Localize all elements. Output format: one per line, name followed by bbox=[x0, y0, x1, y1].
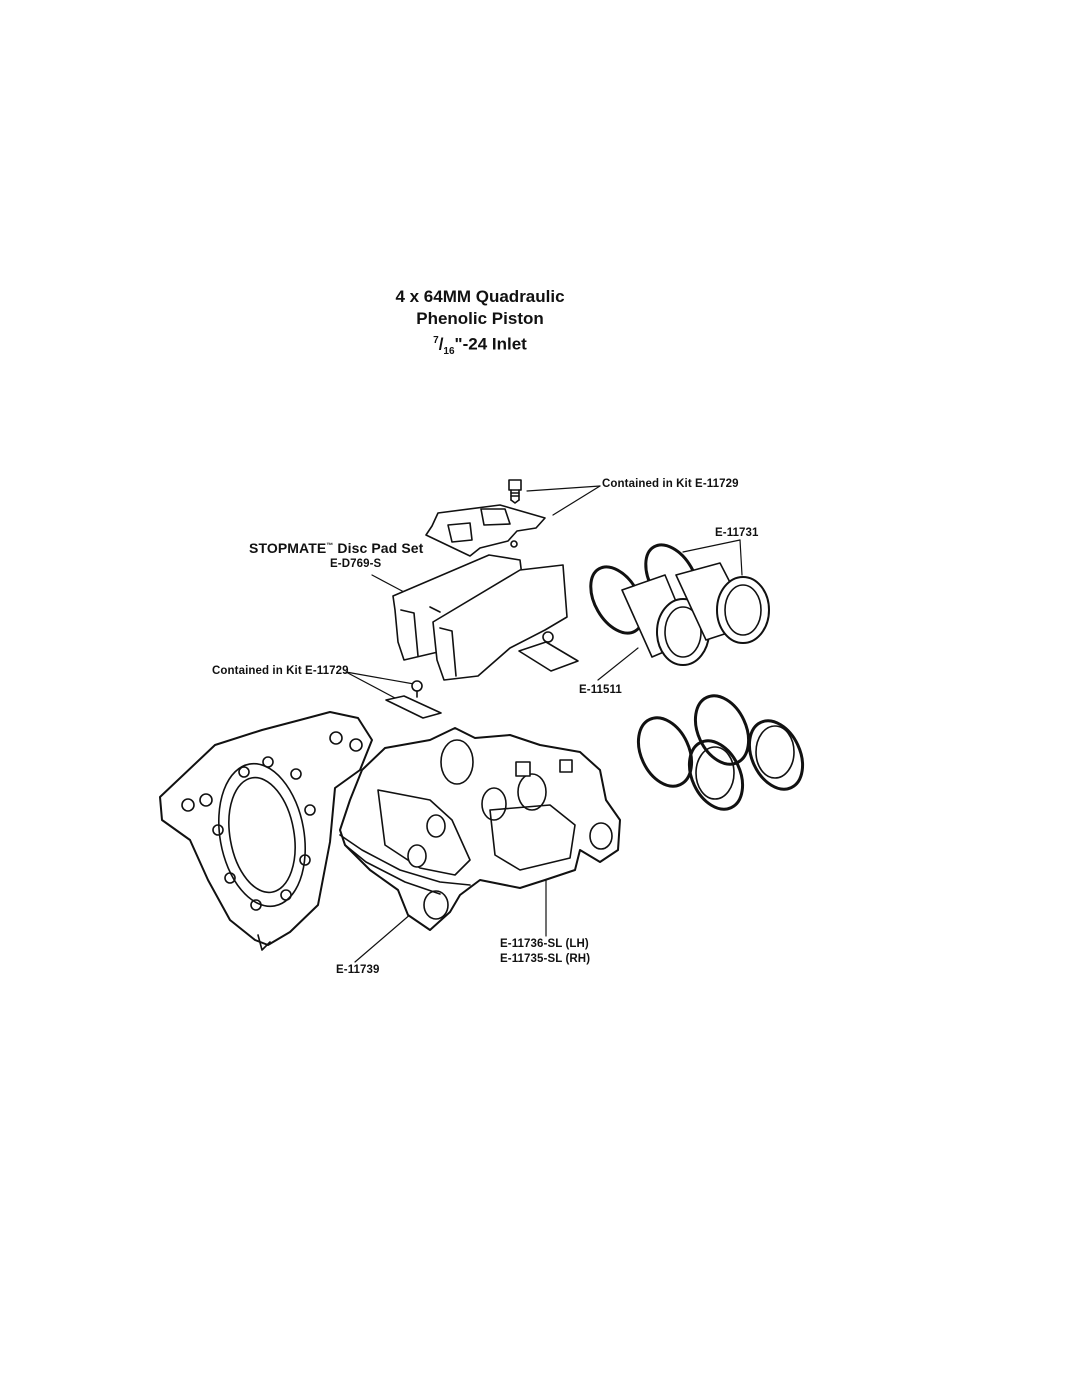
pad-set-brand: STOPMATE bbox=[249, 540, 327, 556]
kit-label-top: Contained in Kit E-11729 bbox=[602, 478, 739, 490]
disc-pad-set bbox=[392, 554, 568, 681]
caliper-lh-label: E-11736-SL (LH) bbox=[500, 938, 589, 950]
title-line-1: 4 x 64MM Quadraulic bbox=[395, 287, 565, 306]
piston-part-label: E-11511 bbox=[579, 684, 622, 696]
title-line-2: Phenolic Piston bbox=[416, 309, 544, 328]
kit-label-left: Contained in Kit E-11729 bbox=[212, 665, 349, 677]
pad-set-part-label: E-D769-S bbox=[330, 558, 382, 570]
caliper-rh-label: E-11735-SL (RH) bbox=[500, 953, 591, 965]
mounting-bracket bbox=[159, 711, 373, 951]
title-line-3: 7/16"-24 Inlet bbox=[433, 334, 527, 358]
seal-part-label: E-11731 bbox=[715, 527, 759, 539]
inlet-fraction-denominator: 16 bbox=[443, 346, 455, 358]
pad-retainer-left bbox=[385, 680, 442, 719]
bolt-top bbox=[508, 479, 522, 504]
pistons-upper bbox=[621, 562, 770, 666]
trademark-symbol: ™ bbox=[326, 542, 334, 550]
inlet-thread: "-24 Inlet bbox=[454, 334, 527, 354]
diagram-title: 4 x 64MM Quadraulic Phenolic Piston 7/16… bbox=[330, 286, 630, 363]
pad-spring-clip bbox=[425, 504, 546, 557]
seal-rings-lower bbox=[636, 694, 805, 811]
inlet-fraction-numerator: 7 bbox=[433, 335, 439, 346]
pad-set-description: Disc Pad Set bbox=[333, 540, 424, 556]
pistons-lower bbox=[695, 725, 795, 800]
pad-set-label: STOPMATE™ Disc Pad Set bbox=[249, 540, 423, 556]
bracket-part-label: E-11739 bbox=[336, 964, 380, 976]
caliper-body bbox=[339, 727, 621, 931]
pad-retainer-right bbox=[518, 631, 579, 672]
